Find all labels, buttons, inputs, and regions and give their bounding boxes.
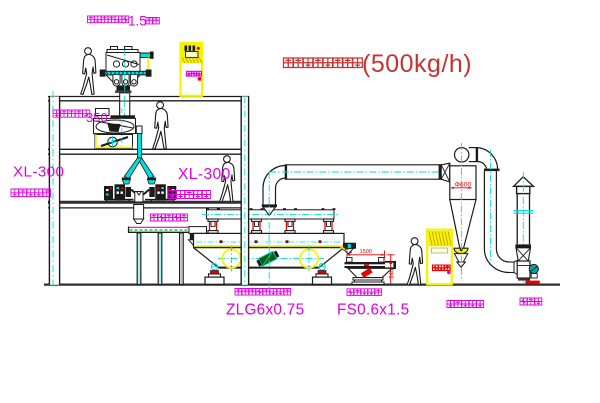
svg-text:1500: 1500 [360,249,372,255]
svg-text:ZLG6x0.75: ZLG6x0.75 [226,302,304,319]
svg-text:(500kg/h): (500kg/h) [362,50,472,78]
svg-text:FS0.6x1.5: FS0.6x1.5 [337,302,409,319]
svg-text:350: 350 [86,110,108,125]
svg-text:Φ600: Φ600 [455,181,472,188]
svg-text:340: 340 [389,268,396,279]
svg-text:XL-300: XL-300 [13,164,64,181]
svg-text:XL-300: XL-300 [178,166,231,183]
svg-text:1.5: 1.5 [128,14,147,29]
